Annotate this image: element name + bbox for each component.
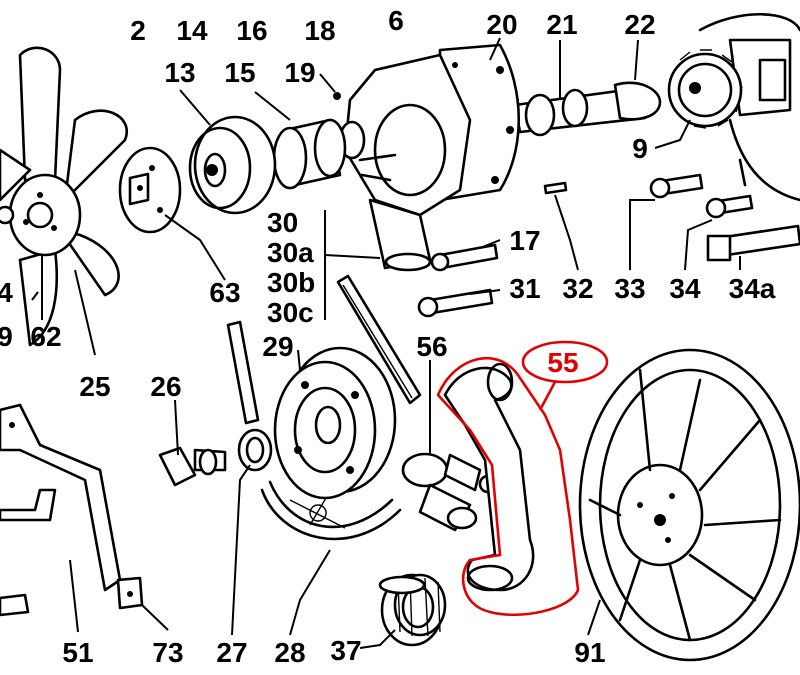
label-15: 15 <box>224 57 255 88</box>
label-34: 34 <box>669 273 701 304</box>
leader-lines <box>31 37 741 649</box>
label-91: 91 <box>574 637 605 668</box>
hub-63 <box>118 146 182 234</box>
label-62: 62 <box>30 321 61 352</box>
label-18: 18 <box>304 15 335 46</box>
label-16: 16 <box>236 15 267 46</box>
label-9-left: 9 <box>0 321 13 352</box>
label-30b: 30b <box>267 267 315 298</box>
label-33: 33 <box>614 273 645 304</box>
label-21: 21 <box>546 9 577 40</box>
screw-31 <box>417 288 494 318</box>
label-37: 37 <box>330 635 361 666</box>
screw-17 <box>430 243 499 272</box>
elbow-56 <box>401 452 498 532</box>
washer-27 <box>237 428 273 472</box>
label-26: 26 <box>150 371 181 402</box>
label-30c: 30c <box>267 297 314 328</box>
label-19: 19 <box>284 57 315 88</box>
part-labels: 2 14 16 18 6 20 21 22 13 15 19 9 30 30a … <box>0 5 776 668</box>
label-30a: 30a <box>267 237 314 268</box>
screw-33 <box>649 173 704 199</box>
label-6: 6 <box>388 5 404 36</box>
label-32: 32 <box>562 273 593 304</box>
highlight-55 <box>436 340 609 616</box>
fan-25 <box>0 46 128 347</box>
pulley-13 <box>188 115 277 215</box>
pin-32 <box>543 181 568 195</box>
label-63: 63 <box>209 277 240 308</box>
bearing-37 <box>378 573 447 647</box>
shaft-21 <box>513 81 662 137</box>
bolt-26 <box>158 446 227 487</box>
label-51: 51 <box>62 637 93 668</box>
label-31: 31 <box>509 273 540 304</box>
label-27: 27 <box>216 637 247 668</box>
label-20: 20 <box>486 9 517 40</box>
screw-34a <box>706 224 800 262</box>
screw-34 <box>705 194 754 219</box>
label-56: 56 <box>416 331 447 362</box>
label-73: 73 <box>152 637 183 668</box>
hose-55 <box>443 362 535 592</box>
gear-9 <box>667 49 743 129</box>
label-34a: 34a <box>729 273 776 304</box>
crank-pulley-29 <box>273 346 397 529</box>
wheel-91 <box>578 348 800 662</box>
water-pump-6 <box>333 53 472 272</box>
label-17: 17 <box>509 225 540 256</box>
label-30: 30 <box>267 207 298 238</box>
bracket-51 <box>0 403 144 617</box>
belts-30 <box>226 274 422 425</box>
label-13: 13 <box>164 57 195 88</box>
label-4: 4 <box>0 277 13 308</box>
label-22: 22 <box>624 9 655 40</box>
label-14: 14 <box>176 15 208 46</box>
spacer-15 <box>272 118 347 190</box>
label-9: 9 <box>632 133 648 164</box>
label-29: 29 <box>262 331 293 362</box>
seal-28 <box>260 480 402 541</box>
label-2: 2 <box>130 15 146 46</box>
label-28: 28 <box>274 637 305 668</box>
label-55: 55 <box>547 347 578 378</box>
label-25: 25 <box>79 371 110 402</box>
